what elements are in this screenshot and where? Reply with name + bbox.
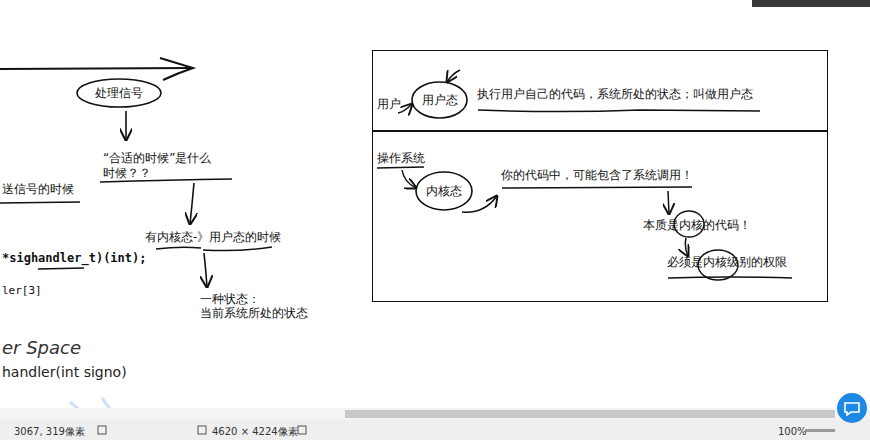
code-text: handler(int signo): [2, 363, 127, 381]
ellipse-outline: [412, 82, 467, 118]
scroll-track: [0, 408, 870, 420]
note-text: 必须是内核级别的权限: [667, 255, 787, 270]
arrow-head: [160, 58, 193, 80]
corner-thumbnail: [752, 0, 870, 7]
state-ellipse: 内核态: [415, 171, 473, 211]
status-text: 100%: [778, 425, 807, 438]
underline: [156, 247, 201, 249]
status-icon: [198, 426, 206, 434]
zoom-slider: [805, 429, 835, 432]
ellipse-label: 处理信号: [95, 86, 143, 101]
ellipse-label: 用户态: [422, 93, 458, 108]
actor-label: 操作系统: [377, 151, 425, 166]
question-text: “合适的时候”是什么: [103, 151, 211, 166]
note-text: 有内核态-》用户态的时候: [145, 230, 281, 245]
note-text: 一种状态：: [200, 292, 260, 307]
ellipse-outline: [416, 172, 472, 210]
actor-label: 用户: [377, 97, 401, 112]
ellipse-outline: [77, 79, 161, 107]
chat-button: [837, 393, 867, 423]
timeline-arrow: [0, 68, 192, 69]
status-text: 3067, 319像素: [14, 425, 85, 438]
status-icon: [298, 426, 306, 434]
heading-fragment: er Space: [2, 336, 81, 359]
underline: [38, 268, 84, 269]
code-text: ler[3]: [2, 284, 42, 298]
state-ellipse: 处理信号: [76, 78, 162, 108]
flow-arrow: [190, 183, 194, 224]
ellipse-label: 内核态: [426, 184, 462, 199]
flow-arrow: [204, 253, 207, 287]
underline: [377, 167, 424, 168]
status-text: 4620 × 4224像素: [212, 425, 298, 438]
underline: [0, 202, 80, 203]
question-text: 时候？？: [103, 166, 151, 181]
flow-arrow: [125, 111, 127, 140]
status-icon: [98, 426, 106, 434]
flow-arrow: [685, 238, 688, 256]
section-band: 用户 执行用户自己的代码，系统所处的状态；叫做用户态 用户态: [372, 50, 828, 132]
underline: [502, 187, 692, 188]
code-text: *sighandler_t)(int);: [2, 251, 147, 266]
note-text: 本质是内核的代码！: [643, 218, 751, 233]
scroll-thumb: [345, 410, 835, 418]
flow-arrow: [668, 191, 669, 214]
status-bar: [0, 420, 870, 440]
state-ellipse: 用户态: [411, 81, 468, 119]
flow-arrow: [447, 70, 460, 82]
chat-icon: [845, 403, 859, 415]
underline: [203, 247, 272, 251]
underline: [668, 277, 792, 278]
note-text: 当前系统所处的状态: [200, 306, 308, 321]
section-band: 操作系统你的代码中，可能包含了系统调用！ 本质是内核的代码！ 必须是内核级别的权限 内…: [372, 130, 828, 302]
note-text: 你的代码中，可能包含了系统调用！: [501, 168, 693, 183]
note-text: 送信号的时候: [2, 182, 74, 197]
flow-arrow: [462, 196, 497, 212]
note-text: 执行用户自己的代码，系统所处的状态；叫做用户态: [477, 87, 753, 102]
underline: [478, 110, 760, 112]
flow-arrow: [402, 170, 416, 188]
